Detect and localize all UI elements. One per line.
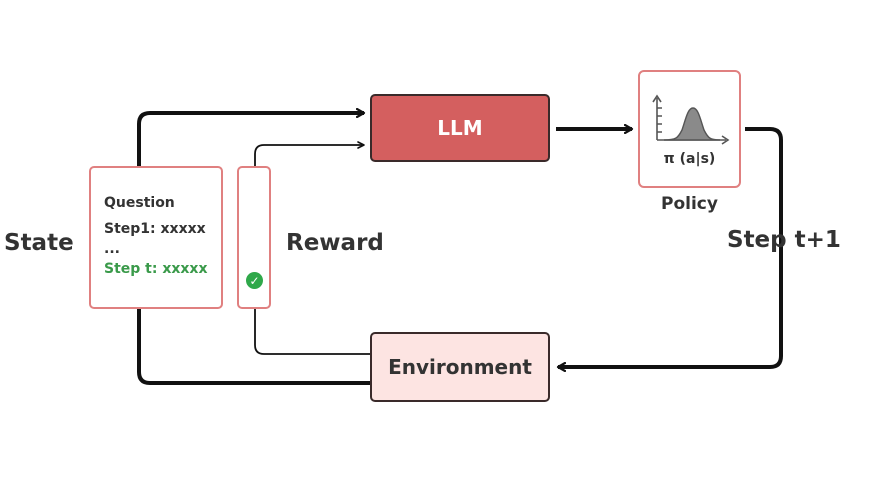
distribution-plot-icon xyxy=(652,94,730,145)
state-box: Question Step1: xxxxx ... Step t: xxxxx xyxy=(89,166,223,309)
llm-label: LLM xyxy=(437,116,483,140)
policy-box: π (a|s) xyxy=(638,70,741,188)
state-step-t: Step t: xxxxx xyxy=(104,261,208,277)
state-ellipsis: ... xyxy=(104,241,120,257)
step-label: Step t+1 xyxy=(727,227,841,253)
state-step1: Step1: xxxxx xyxy=(104,221,206,237)
check-circle-icon: ✓ xyxy=(246,272,263,289)
policy-formula: π (a|s) xyxy=(663,151,716,167)
reward-box: ✓ xyxy=(237,166,271,309)
reward-label: Reward xyxy=(286,230,384,256)
state-question: Question xyxy=(104,195,175,211)
policy-to-environment-arrow xyxy=(558,127,783,367)
state-label: State xyxy=(4,230,74,256)
environment-label: Environment xyxy=(388,355,532,379)
environment-box: Environment xyxy=(370,332,550,402)
llm-box: LLM xyxy=(370,94,550,162)
policy-label: Policy xyxy=(661,194,718,214)
